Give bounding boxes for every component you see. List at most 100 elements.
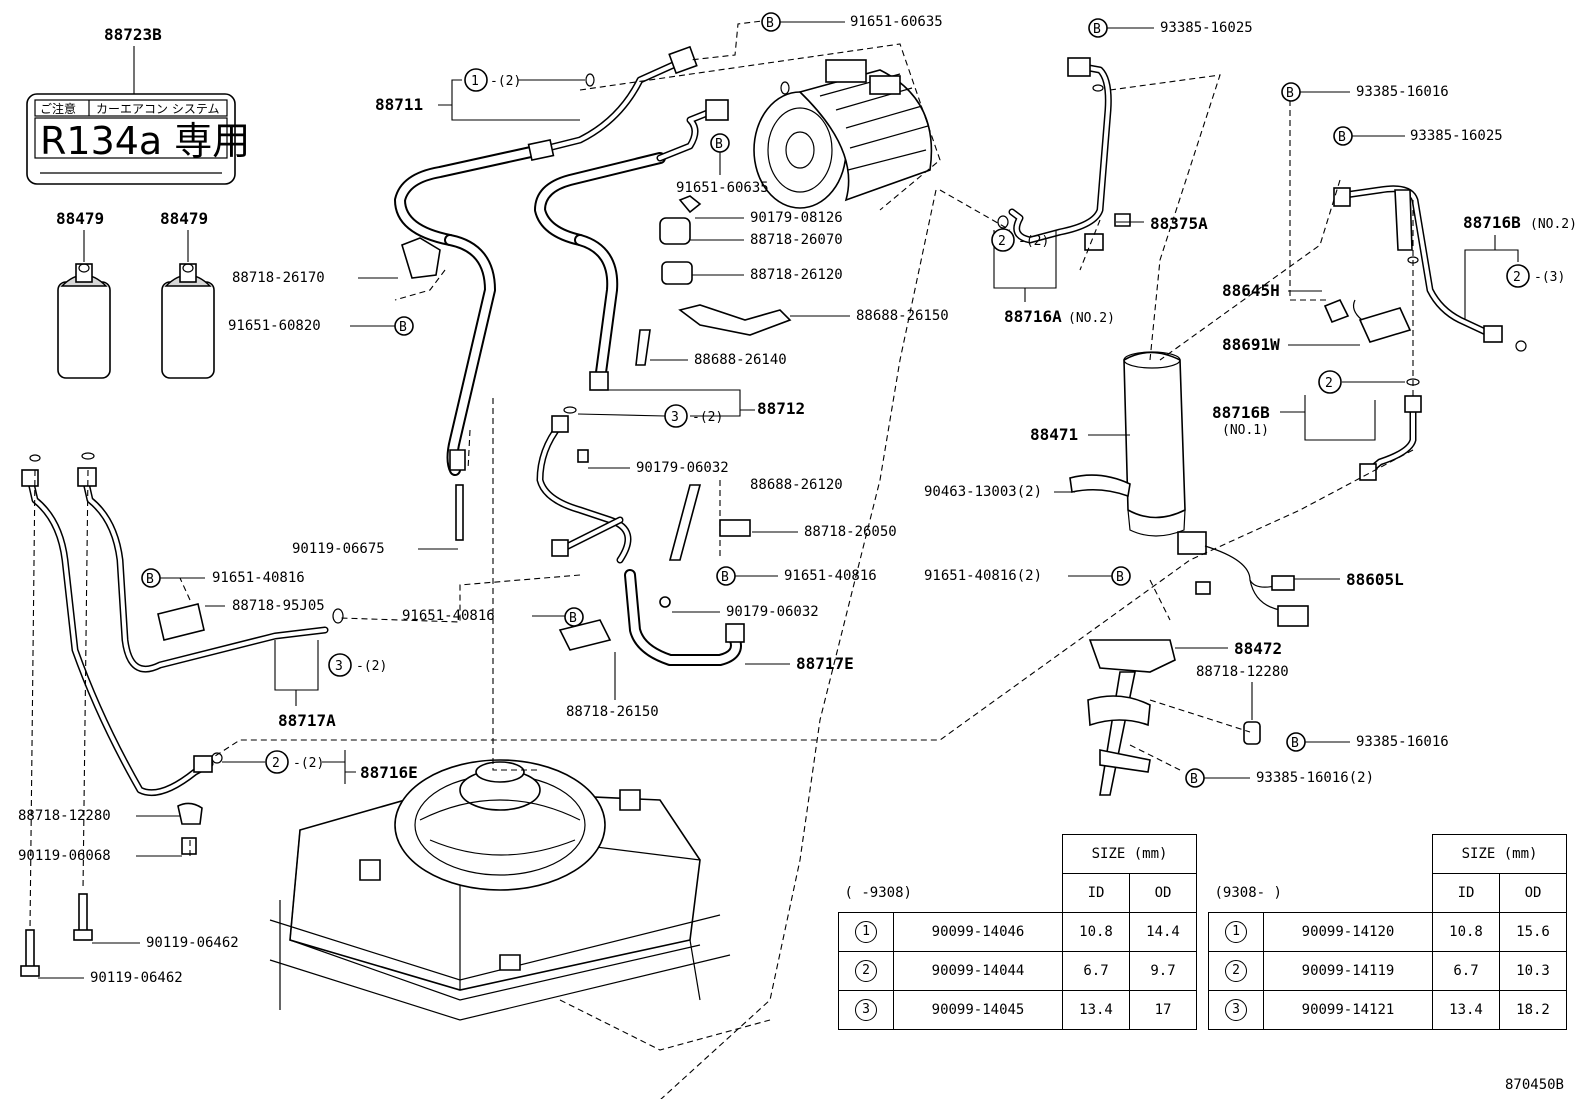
label-88716a: 88716A — [1004, 307, 1062, 326]
part-number: 90099-14044 — [893, 951, 1063, 991]
brackets-center — [401, 195, 792, 651]
label-88691w: 88691W — [1222, 335, 1280, 354]
outer-diameter: 17 — [1129, 990, 1197, 1030]
inner-diameter: 6.7 — [1432, 951, 1500, 991]
ring-number: 2 — [855, 960, 877, 982]
diagram-code: 870450B — [1504, 1077, 1564, 1093]
label-90119-06462-b: 90119-06462 — [90, 970, 183, 986]
tube-88717a — [77, 467, 329, 673]
hose-88717e — [536, 415, 745, 666]
ring-2-callout: 2 — [1513, 270, 1521, 285]
label-88718-95j05: 88718-95J05 — [232, 598, 325, 614]
label-88716a-sub: (NO.2) — [1068, 311, 1115, 326]
b-text: B — [1093, 22, 1101, 37]
b-text: B — [1190, 772, 1198, 787]
label-90179-06032-a: 90179-06032 — [636, 460, 729, 476]
label-88723b: 88723B — [104, 25, 162, 44]
label-88716b-no2: 88716B — [1463, 213, 1521, 232]
label-88471: 88471 — [1030, 425, 1078, 444]
o-ring-size-table-early: SIZE (mm) ( -9308) ID OD 1 90099-14046 1… — [838, 834, 1197, 1030]
ring-number: 3 — [855, 999, 877, 1021]
label-88717e: 88717E — [796, 654, 854, 673]
ring-2-qty-right: -(2) — [1018, 234, 1049, 249]
id-header: ID — [1432, 873, 1500, 913]
part-number: 90099-14119 — [1263, 951, 1433, 991]
label-88717a: 88717A — [278, 711, 336, 730]
b-text: B — [399, 320, 407, 335]
label-90463-13003: 90463-13003(2) — [924, 484, 1042, 500]
hose-88712 — [534, 99, 729, 391]
label-93385-16016-top: 93385-16016 — [1356, 84, 1449, 100]
label-93385-16025-top: 93385-16025 — [1160, 20, 1253, 36]
pressure-switch-parts — [1114, 213, 1412, 343]
table-row: 2 90099-14119 6.7 10.3 — [1208, 951, 1567, 991]
label-93385-16025-right: 93385-16025 — [1410, 128, 1503, 144]
b-text: B — [1291, 736, 1299, 751]
ring-2-qty-left: -(2) — [293, 756, 324, 771]
inner-diameter: 10.8 — [1432, 912, 1500, 952]
label-88718-26170: 88718-26170 — [232, 270, 325, 286]
outer-diameter: 14.4 — [1129, 912, 1197, 952]
label-90179-06032-b: 90179-06032 — [726, 604, 819, 620]
outer-diameter: 15.6 — [1499, 912, 1567, 952]
dashed-guides — [29, 19, 1414, 1099]
hose-88711 — [394, 45, 698, 476]
label-88718-26070: 88718-26070 — [750, 232, 843, 248]
o-ring-size-table-late: SIZE (mm) (9308- ) ID OD 1 90099-14120 1… — [1208, 834, 1567, 1030]
label-90119-06462-a: 90119-06462 — [146, 935, 239, 951]
o-rings — [29, 73, 1527, 764]
ring-2-qty-far-right: -(3) — [1534, 270, 1565, 285]
label-88712: 88712 — [757, 399, 805, 418]
b-text: B — [766, 16, 774, 31]
fasteners-bottom-left — [20, 802, 203, 977]
part-number: 90099-14046 — [893, 912, 1063, 952]
cooling-unit — [269, 759, 731, 1021]
receiver-88471 — [1069, 351, 1186, 537]
refrigerant-can-left: 88479 — [56, 209, 111, 379]
label-88375a: 88375A — [1150, 214, 1208, 233]
id-header: ID — [1062, 873, 1130, 913]
outer-diameter: 18.2 — [1499, 990, 1567, 1030]
sticker-main-text: R134a 専用 — [40, 119, 250, 163]
label-88688-26140: 88688-26140 — [694, 352, 787, 368]
label-88472: 88472 — [1234, 639, 1282, 658]
label-88718-12280-a: 88718-12280 — [18, 808, 111, 824]
labels: B 91651-60635 88711 1 -(2) B 91651-60635… — [18, 12, 1577, 986]
inner-diameter: 6.7 — [1062, 951, 1130, 991]
label-93385-16016-2: 93385-16016(2) — [1256, 770, 1374, 786]
ring-3-qty-mid: -(2) — [692, 410, 723, 425]
label-91651-60635-top: 91651-60635 — [850, 14, 943, 30]
ring-3-callout: 3 — [335, 659, 343, 674]
part-number: 90099-14121 — [1263, 990, 1433, 1030]
part-number: 90099-14045 — [893, 990, 1063, 1030]
label-88605l: 88605L — [1346, 570, 1404, 589]
b-text: B — [1286, 86, 1294, 101]
size-header: SIZE (mm) — [1062, 834, 1197, 874]
od-header: OD — [1499, 873, 1567, 913]
label-93385-16016-mid: 93385-16016 — [1356, 734, 1449, 750]
ring-number: 2 — [1225, 960, 1247, 982]
label-91651-40816-b: 91651-40816 — [402, 608, 495, 624]
b-text: B — [715, 137, 723, 152]
bracket-88472 — [1087, 639, 1261, 796]
inner-diameter: 13.4 — [1062, 990, 1130, 1030]
label-88479-left: 88479 — [56, 209, 104, 228]
label-91651-60635-mid: 91651-60635 — [676, 180, 769, 196]
part-number: 90099-14120 — [1263, 912, 1433, 952]
label-91651-60820: 91651-60820 — [228, 318, 321, 334]
label-88688-26150: 88688-26150 — [856, 308, 949, 324]
inner-diameter: 13.4 — [1432, 990, 1500, 1030]
sticker-88723b: 88723B ご注意 カーエアコン システム R134a 専用 — [26, 25, 250, 185]
outer-diameter: 9.7 — [1129, 951, 1197, 991]
ring-number: 1 — [1225, 921, 1247, 943]
tube-88716b-no1 — [1359, 395, 1422, 481]
sticker-header-right: カーエアコン システム — [96, 102, 219, 116]
ring-2-callout: 2 — [272, 756, 280, 771]
label-88718-26150: 88718-26150 — [566, 704, 659, 720]
label-88718-12280-b: 88718-12280 — [1196, 664, 1289, 680]
label-90119-06675: 90119-06675 — [292, 541, 385, 557]
ring-3-qty-left: -(2) — [356, 659, 387, 674]
label-88645h: 88645H — [1222, 281, 1280, 300]
sticker-header-left: ご注意 — [40, 101, 76, 116]
